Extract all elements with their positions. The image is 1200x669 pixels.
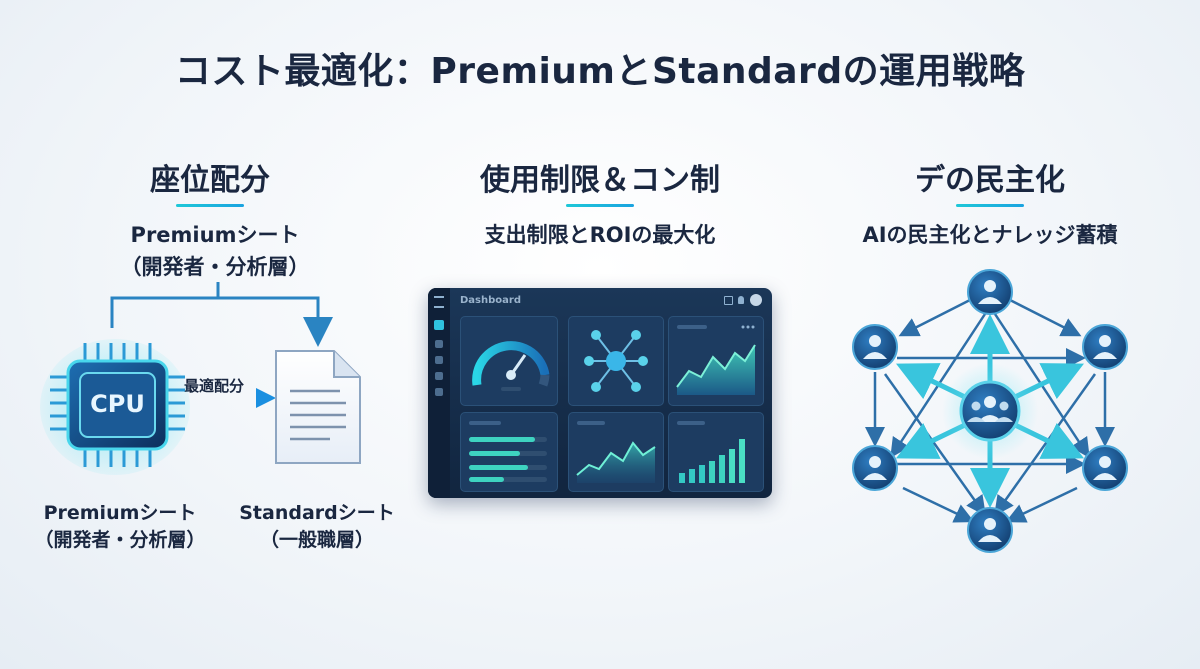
user-icon-lower-right <box>1082 445 1128 491</box>
progress-bar-3 <box>469 465 547 470</box>
network-node-icon <box>584 330 648 392</box>
progress-bar-2 <box>469 451 547 456</box>
user-icon-upper-right <box>1082 324 1128 370</box>
section-1-subtitle-line2: （開発者・分析層） <box>120 255 310 279</box>
cpu-label: CPU <box>90 390 145 418</box>
section-seat-allocation <box>0 0 1 1</box>
area-chart-card <box>668 316 764 406</box>
premium-seat-caption-line2: （開発者・分析層） <box>34 529 206 551</box>
window-icon[interactable] <box>724 296 733 305</box>
bell-icon[interactable] <box>738 296 744 304</box>
nav-icon-2[interactable] <box>435 356 443 364</box>
line-chart-card <box>568 412 664 492</box>
cpu-chip-icon <box>40 339 190 475</box>
network-card <box>568 316 664 406</box>
nav-icon-3[interactable] <box>435 372 443 380</box>
gauge-icon <box>472 341 550 391</box>
area-chart-icon <box>676 325 756 395</box>
home-icon[interactable] <box>434 320 444 330</box>
bar-chart-icon <box>677 421 745 483</box>
progress-list-card <box>460 412 558 492</box>
optimal-allocation-label: 最適配分 <box>184 377 245 395</box>
page-title: コスト最適化：PremiumとStandardの運用戦略 <box>174 51 1026 92</box>
nav-icon-1[interactable] <box>435 340 443 348</box>
dashboard-label: Dashboard <box>460 295 521 306</box>
document-icon <box>275 350 361 464</box>
knowledge-network-diagram <box>852 269 1128 553</box>
nav-icon-4[interactable] <box>435 388 443 396</box>
section-1-subtitle-line1: Premiumシート <box>130 223 300 247</box>
menu-icon[interactable] <box>434 296 444 308</box>
section-3-underline <box>956 204 1024 207</box>
gauge-card <box>460 316 558 406</box>
section-2-underline <box>566 204 634 207</box>
user-icon-top <box>967 269 1013 315</box>
avatar[interactable] <box>750 294 762 306</box>
user-icon-upper-left <box>852 324 898 370</box>
section-2-subtitle: 支出制限とROIの最大化 <box>484 223 716 247</box>
section-3-subtitle: AIの民主化とナレッジ蓄積 <box>862 223 1118 247</box>
allocation-connector <box>110 282 360 408</box>
user-icon-lower-left <box>852 445 898 491</box>
section-1-title: 座位配分 <box>150 163 270 198</box>
dashboard-panel: Dashboard <box>428 288 772 498</box>
standard-seat-caption-line1: Standardシート <box>239 502 395 524</box>
dashboard-sidebar <box>428 288 450 498</box>
card-header-bar <box>469 421 501 425</box>
group-icon <box>959 380 1021 442</box>
progress-bar-4 <box>469 477 547 482</box>
section-3-title: デの民主化 <box>915 163 1065 198</box>
user-icon-bottom <box>967 507 1013 553</box>
section-2-title: 使用制限＆コン制 <box>480 163 720 198</box>
premium-seat-caption-line1: Premiumシート <box>43 502 197 524</box>
line-chart-icon <box>576 421 656 483</box>
progress-bar-1 <box>469 437 547 442</box>
standard-seat-caption-line2: （一般職層） <box>259 529 374 551</box>
section-1-underline <box>176 204 244 207</box>
bar-chart-card <box>668 412 764 492</box>
